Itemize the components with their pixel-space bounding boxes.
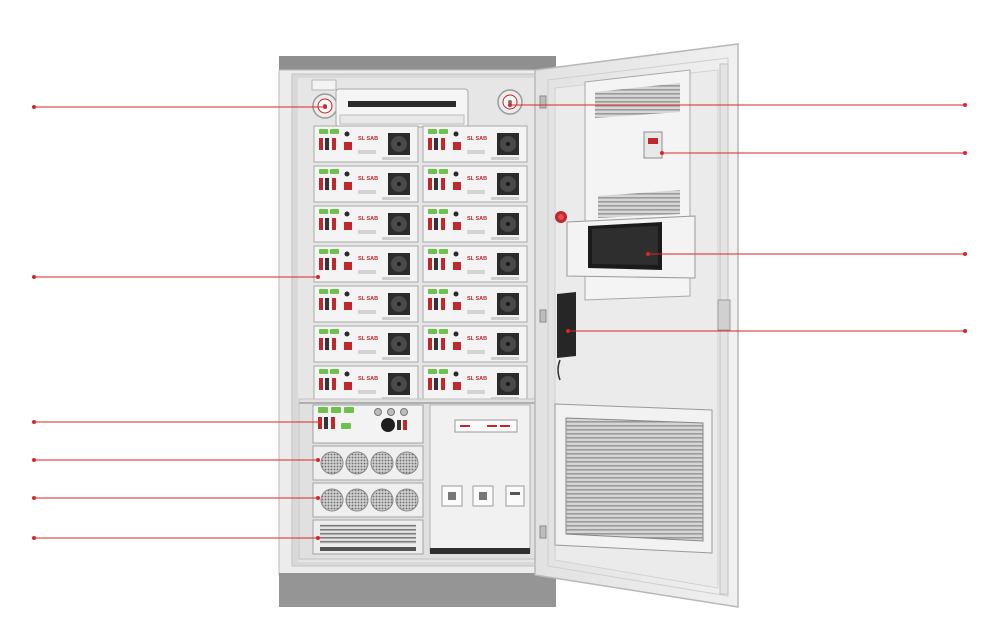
emergency-stop-icon [555,211,567,223]
svg-text:SL SAB: SL SAB [467,176,487,182]
battery-module: SL SAB [313,365,419,403]
callout-battery-module [32,275,320,279]
distribution-panel [429,404,531,554]
high-voltage-box [312,404,424,444]
svg-text:SL SAB: SL SAB [467,336,487,342]
battery-module: SL SAB [313,165,419,203]
svg-text:SL SAB: SL SAB [358,376,378,382]
callout-touch-screen [646,252,967,256]
battery-module: SL SAB [313,325,419,363]
svg-text:SL SAB: SL SAB [358,136,378,142]
pcs-fan-unit-lower [312,482,424,518]
svg-text:SL SAB: SL SAB [467,136,487,142]
top-right-fan-icon [497,89,523,115]
battery-module-stack: SL SAB SL SAB SL SAB SL SAB SL SAB SL SAB SL S… [313,125,528,403]
svg-text:SL SAB: SL SAB [467,256,487,262]
callout-right-fan [508,103,967,107]
battery-module: SL SAB [313,125,419,163]
battery-module: SL SAB [422,205,528,243]
battery-module: SL SAB [313,285,419,323]
svg-text:SL SAB: SL SAB [358,216,378,222]
battery-module: SL SAB [422,365,528,403]
svg-text:SL SAB: SL SAB [467,376,487,382]
callout-pcs-upper [32,458,320,462]
bottom-vent-unit [312,519,424,555]
top-label-plate [311,79,337,91]
battery-module: SL SAB [313,205,419,243]
battery-module: SL SAB [313,245,419,283]
battery-module: SL SAB [422,165,528,203]
door-hinges [539,95,547,539]
svg-text:SL SAB: SL SAB [358,296,378,302]
svg-text:SL SAB: SL SAB [358,256,378,262]
document-holder [557,292,576,381]
callout-pcs-lower [32,496,320,500]
svg-text:SL SAB: SL SAB [358,176,378,182]
door-ventilation-grille [554,403,713,554]
top-handle-bar [335,88,469,128]
callout-air-conditioner [660,151,967,155]
callout-high-voltage-box [32,420,322,424]
door-latch-strip [717,63,731,595]
svg-text:SL SAB: SL SAB [467,216,487,222]
touch-screen-display [566,215,696,279]
svg-text:SL SAB: SL SAB [358,336,378,342]
callout-bottom-vent [32,536,320,540]
battery-module: SL SAB [422,285,528,323]
battery-module: SL SAB [422,325,528,363]
svg-text:SL SAB: SL SAB [467,296,487,302]
pcs-fan-unit-upper [312,445,424,481]
callout-lines [32,103,967,540]
battery-module: SL SAB [422,245,528,283]
battery-module: SL SAB [422,125,528,163]
callout-left-fan [32,105,327,109]
callout-document-holder [566,329,967,333]
